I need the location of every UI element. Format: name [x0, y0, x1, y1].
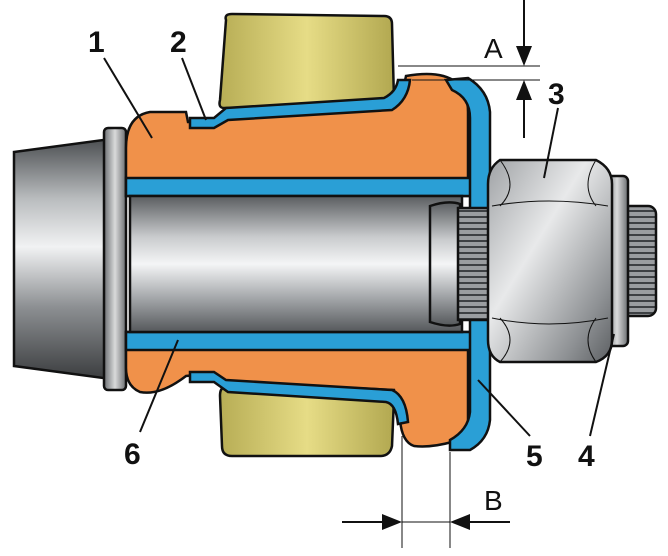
callout-6: 6 [124, 438, 141, 471]
lever-shaft [12, 136, 120, 382]
callout-5: 5 [526, 440, 543, 473]
callout-3: 3 [548, 78, 565, 111]
bracket-eye [218, 12, 396, 458]
dimension-a: A [398, 0, 540, 138]
outer-sleeve [188, 78, 412, 426]
nut [486, 158, 614, 364]
callout-1: 1 [88, 26, 105, 59]
dimension-b-label: B [484, 485, 503, 516]
dimension-b: B [342, 436, 510, 548]
bolt [128, 194, 494, 334]
flange-washer [102, 126, 128, 392]
callout-2: 2 [170, 26, 187, 59]
callout-4: 4 [578, 440, 595, 473]
dimension-a-label: A [484, 33, 503, 64]
metal-sleeve [124, 176, 474, 352]
leader-lines [103, 57, 615, 437]
thrust-washer [443, 76, 492, 452]
